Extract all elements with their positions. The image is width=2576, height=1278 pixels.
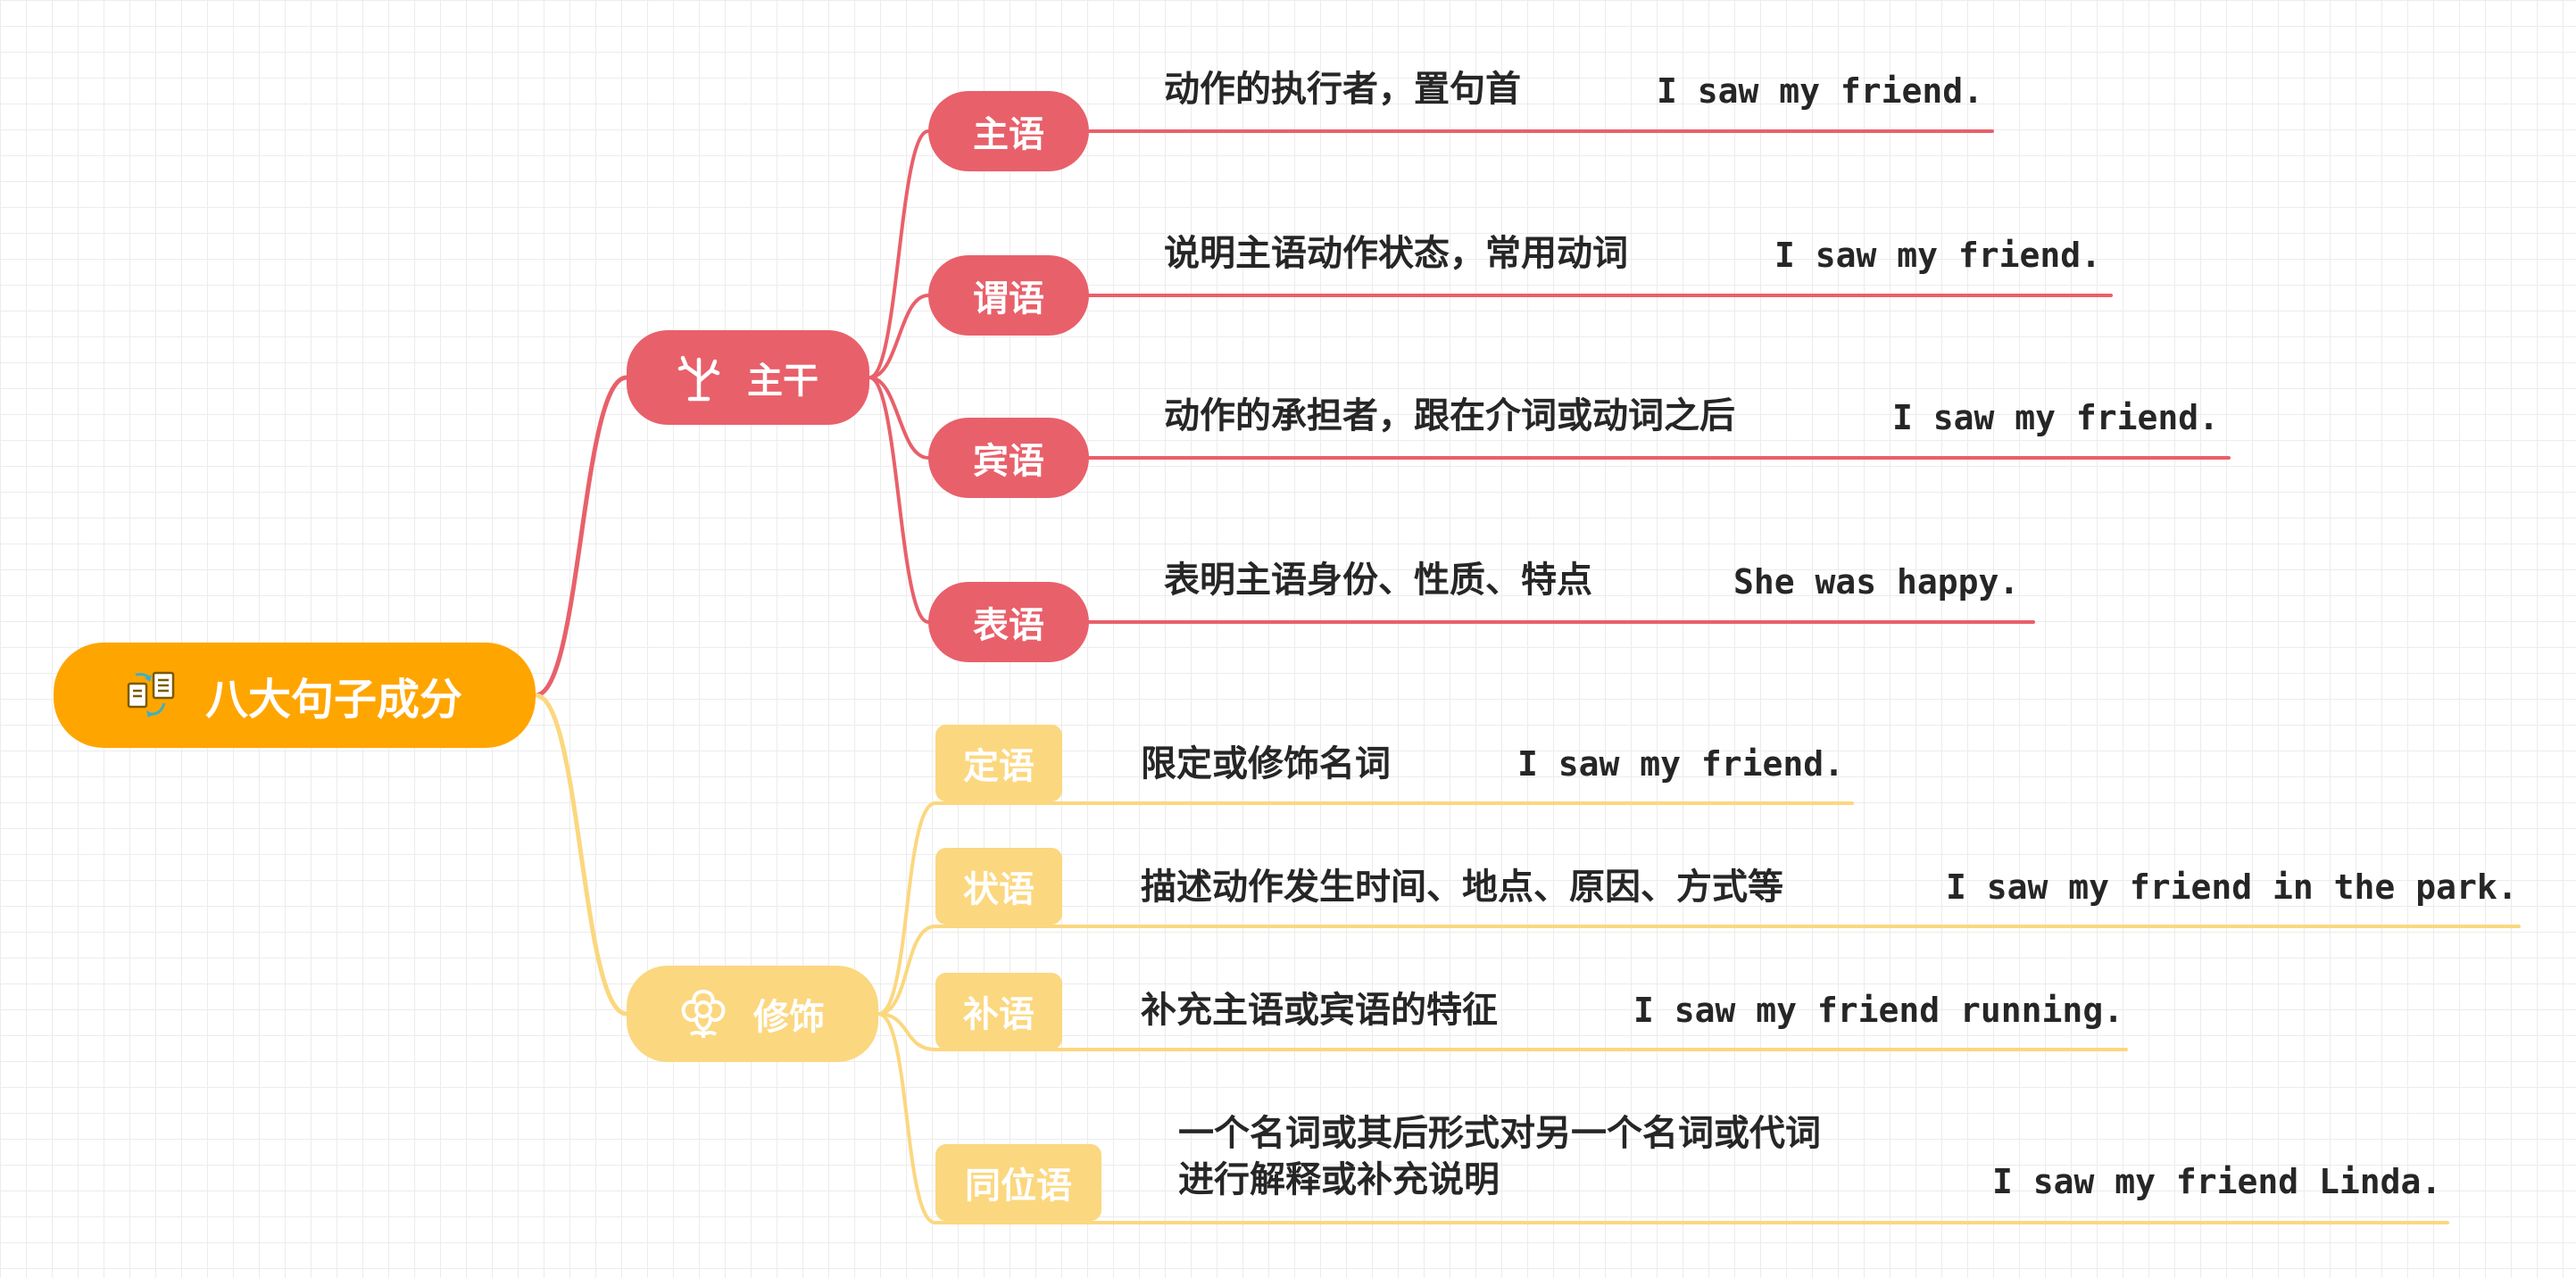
link-trunk-leaf [868, 376, 930, 460]
example-complement: I saw my friend running. [1633, 991, 2124, 1030]
desc-object: 动作的承担者，跟在介词或动词之后 [1164, 393, 1735, 439]
tree-icon [677, 353, 720, 402]
leaf-attributive-label: 定语 [963, 746, 1035, 787]
link-trunk-leaf [868, 294, 930, 379]
desc-subject: 动作的执行者，置句首 [1164, 66, 1521, 112]
flower-icon [680, 988, 727, 1040]
desc-complement: 补充主语或宾语的特征 [1141, 987, 1498, 1033]
link-trunk-leaf [868, 376, 930, 624]
leaf-attributive[interactable]: 定语 [935, 725, 1062, 801]
desc-line: 说明主语动作状态，常用动词 [1164, 233, 1628, 274]
leaf-appositive-label: 同位语 [965, 1166, 1072, 1207]
desc-predicative: 表明主语身份、性质、特点 [1164, 557, 1592, 603]
branch-modifier[interactable]: 修饰 [627, 966, 878, 1062]
leaf-object-label: 宾语 [973, 441, 1044, 482]
desc-line: 表明主语身份、性质、特点 [1164, 560, 1592, 601]
desc-attributive: 限定或修饰名词 [1141, 741, 1391, 787]
desc-line: 动作的承担者，跟在介词或动词之后 [1164, 395, 1735, 436]
branch-modifier-label: 修饰 [753, 997, 825, 1038]
desc-line: 动作的执行者，置句首 [1164, 69, 1521, 110]
desc-line: 补充主语或宾语的特征 [1141, 990, 1498, 1031]
leaf-appositive[interactable]: 同位语 [935, 1144, 1101, 1221]
leaf-adverbial[interactable]: 状语 [935, 848, 1062, 925]
desc-line: 描述动作发生时间、地点、原因、方式等 [1141, 867, 1783, 908]
example-attributive: I saw my friend. [1517, 744, 1845, 784]
example-appositive: I saw my friend Linda. [1992, 1162, 2442, 1201]
desc-adverbial: 描述动作发生时间、地点、原因、方式等 [1141, 864, 1783, 910]
link-root-trunk [533, 375, 629, 698]
example-object: I saw my friend. [1892, 398, 2220, 437]
desc-appositive: 一个名词或其后形式对另一个名词或代词 进行解释或补充说明 [1178, 1110, 1821, 1203]
leaf-object[interactable]: 宾语 [928, 418, 1089, 498]
leaf-predicative-label: 表语 [973, 605, 1044, 646]
desc-line: 进行解释或补充说明 [1178, 1159, 1500, 1200]
leaf-predicate[interactable]: 谓语 [928, 255, 1089, 336]
leaf-adverbial-label: 状语 [963, 869, 1035, 910]
desc-predicate: 说明主语动作状态，常用动词 [1164, 230, 1628, 277]
leaf-predicative[interactable]: 表语 [928, 582, 1089, 662]
link-modifier-leaf [877, 801, 937, 1016]
root-label: 八大句子成分 [204, 675, 462, 725]
leaf-complement[interactable]: 补语 [935, 973, 1062, 1050]
leaf-subject[interactable]: 主语 [928, 91, 1089, 171]
root-node[interactable]: 八大句子成分 [54, 643, 536, 748]
link-modifier-leaf [877, 925, 937, 1016]
link-modifier-leaf [877, 1012, 937, 1224]
desc-line: 限定或修饰名词 [1141, 743, 1391, 784]
example-predicate: I saw my friend. [1774, 236, 2102, 275]
branch-trunk-label: 主干 [747, 361, 819, 402]
example-predicative: She was happy. [1733, 562, 2020, 602]
link-trunk-leaf [868, 129, 930, 379]
branch-trunk[interactable]: 主干 [627, 330, 869, 425]
document-convert-icon [127, 671, 175, 719]
leaf-predicate-label: 谓语 [973, 278, 1044, 320]
leaf-subject-label: 主语 [973, 114, 1044, 155]
desc-line: 一个名词或其后形式对另一个名词或代词 [1178, 1113, 1821, 1154]
example-subject: I saw my friend. [1657, 71, 1984, 111]
leaf-complement-label: 补语 [963, 994, 1035, 1035]
link-modifier-leaf [877, 1012, 937, 1051]
example-adverbial: I saw my friend in the park. [1946, 867, 2518, 907]
link-root-modifier [533, 693, 629, 1017]
